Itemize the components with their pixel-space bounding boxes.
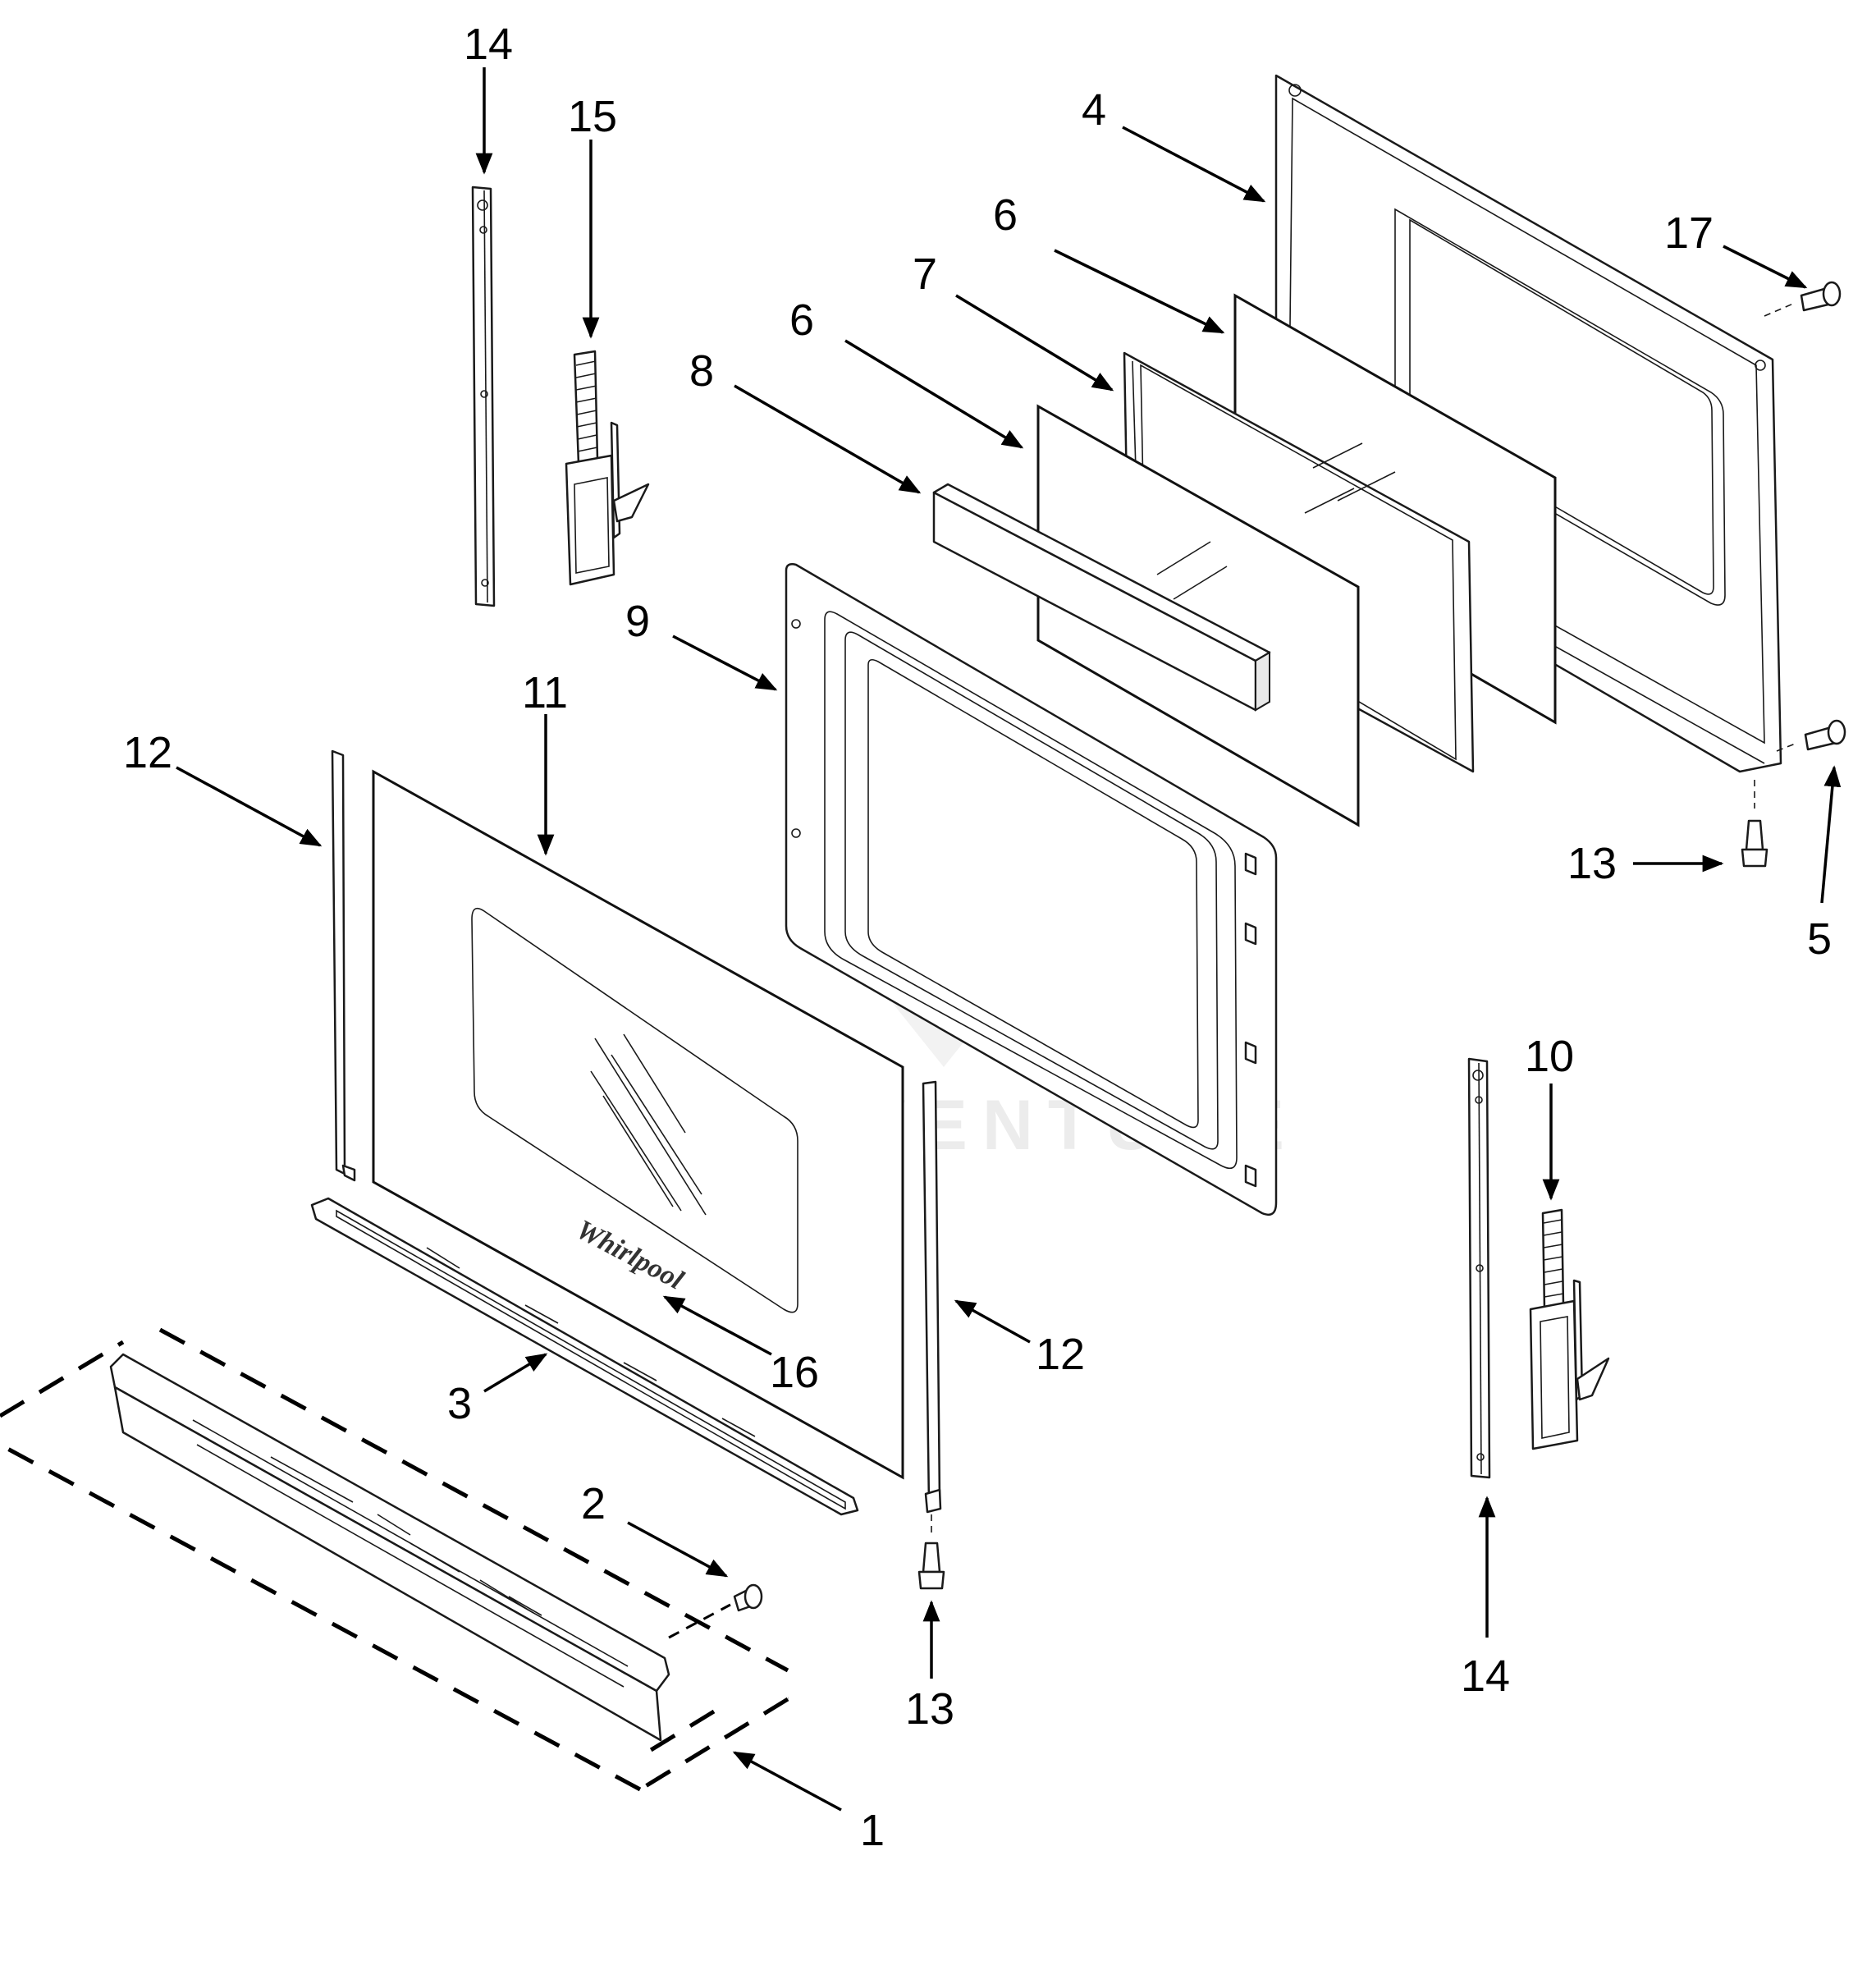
bottom-vent-channel (310, 1197, 859, 1516)
callout-6-back: 6 (993, 190, 1018, 240)
callout-4: 4 (1082, 85, 1106, 135)
callout-14-right: 14 (1461, 1652, 1510, 1701)
callout-12-left: 12 (123, 728, 172, 777)
door-hinge-left (565, 350, 650, 586)
leader-3 (483, 1353, 548, 1393)
callout-8: 8 (689, 346, 714, 396)
callout-1: 1 (860, 1806, 885, 1855)
leader-6-front (844, 339, 1024, 449)
hinge-channel-left (471, 186, 496, 607)
callout-10: 10 (1525, 1032, 1574, 1081)
callout-11: 11 (522, 668, 568, 717)
callout-labels: 14 15 4 6 17 7 6 8 9 11 12 13 5 10 12 16… (123, 20, 1832, 1855)
outer-door-glass (372, 769, 904, 1480)
door-handle (109, 1353, 670, 1742)
leader-12-left (176, 766, 323, 847)
leader-6-back (1054, 249, 1225, 334)
screw-rear (1741, 780, 1768, 868)
callout-15: 15 (568, 92, 617, 141)
insulation-block (932, 483, 1271, 712)
callout-14-left: 14 (464, 20, 513, 69)
leader-17 (1723, 245, 1808, 289)
callout-13-rear: 13 (1567, 839, 1617, 888)
leader-12-right (954, 1299, 1031, 1344)
callout-6-front: 6 (789, 296, 814, 345)
leader-7 (955, 294, 1114, 392)
leader-1 (732, 1751, 842, 1812)
leader-2 (627, 1521, 729, 1578)
top-screw (1764, 281, 1842, 317)
leader-5 (1820, 765, 1842, 904)
callout-2: 2 (581, 1479, 606, 1528)
hinge-channel-right (1467, 1057, 1491, 1479)
side-trim-left (331, 749, 356, 1182)
callout-16: 16 (770, 1348, 819, 1397)
leader-arrows (176, 67, 1842, 1812)
door-hinge-right (1529, 1208, 1610, 1450)
door-frame (785, 563, 1278, 1216)
callout-13-front: 13 (905, 1684, 954, 1734)
handle-dashed-outline (0, 1327, 789, 1792)
leader-9 (672, 635, 778, 691)
callout-5: 5 (1807, 914, 1832, 964)
callout-17: 17 (1664, 208, 1714, 258)
leader-16 (662, 1295, 772, 1356)
screw-front (917, 1514, 945, 1590)
leader-8 (734, 384, 922, 494)
callout-3: 3 (447, 1379, 472, 1428)
callout-7: 7 (913, 250, 937, 299)
side-trim-right (922, 1080, 942, 1514)
callout-9: 9 (625, 597, 650, 646)
handle-screw (668, 1583, 763, 1639)
callout-12-right: 12 (1036, 1330, 1085, 1379)
leader-4 (1122, 126, 1266, 203)
bottom-side-screw (1776, 719, 1846, 752)
